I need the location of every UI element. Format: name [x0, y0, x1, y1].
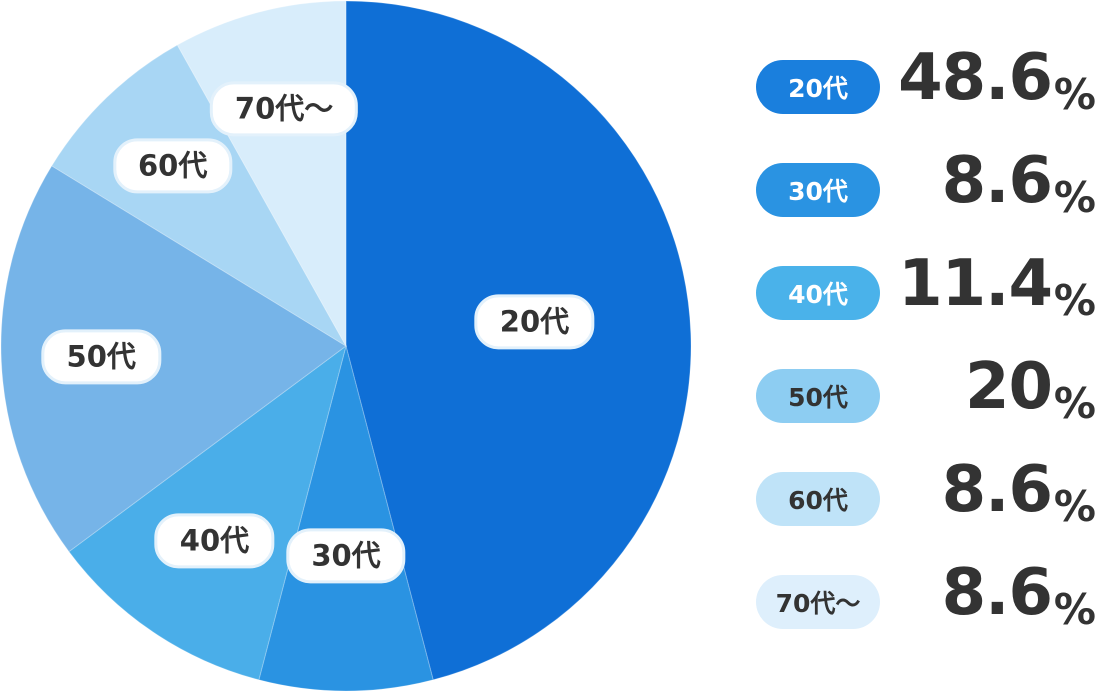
pie-slice-label: 20代 [474, 294, 595, 350]
legend-badge: 40代 [756, 266, 880, 320]
legend-unit: % [1053, 276, 1096, 325]
pie-slice-label: 30代 [286, 528, 406, 584]
legend-row: 70代〜 8.6% [756, 553, 1100, 656]
pie-slice [68, 344, 347, 681]
pie-slice [51, 44, 348, 348]
legend-value: 8.6 [941, 144, 1053, 218]
legend-badge: 70代〜 [756, 575, 880, 629]
legend-unit: % [1053, 482, 1096, 531]
pie-slice [0, 165, 347, 553]
pie-slice-label: 40代 [154, 513, 275, 569]
legend-unit: % [1053, 173, 1096, 222]
legend-value: 11.4 [898, 247, 1053, 321]
pie-slice-label: 60代 [112, 138, 233, 194]
pie-slice-label: 50代 [41, 329, 161, 385]
legend-value: 20 [964, 350, 1053, 424]
legend-row: 50代 20% [756, 347, 1100, 450]
legend-badge: 20代 [756, 60, 880, 114]
legend-unit: % [1053, 585, 1096, 634]
legend-badge: 30代 [756, 163, 880, 217]
legend-row: 40代 11.4% [756, 244, 1100, 347]
legend-value: 8.6 [941, 453, 1053, 527]
pie-slice [258, 344, 434, 692]
legend-row: 30代 8.6% [756, 141, 1100, 244]
legend-row: 20代 48.6% [756, 38, 1100, 141]
legend-unit: % [1053, 70, 1096, 119]
legend-row: 60代 8.6% [756, 450, 1100, 553]
legend-badge: 50代 [756, 369, 880, 423]
legend-badge: 60代 [756, 472, 880, 526]
legend-unit: % [1053, 379, 1096, 428]
pie-slice-label: 70代〜 [209, 81, 359, 137]
legend-value: 48.6 [898, 41, 1053, 115]
legend-value: 8.6 [941, 556, 1053, 630]
